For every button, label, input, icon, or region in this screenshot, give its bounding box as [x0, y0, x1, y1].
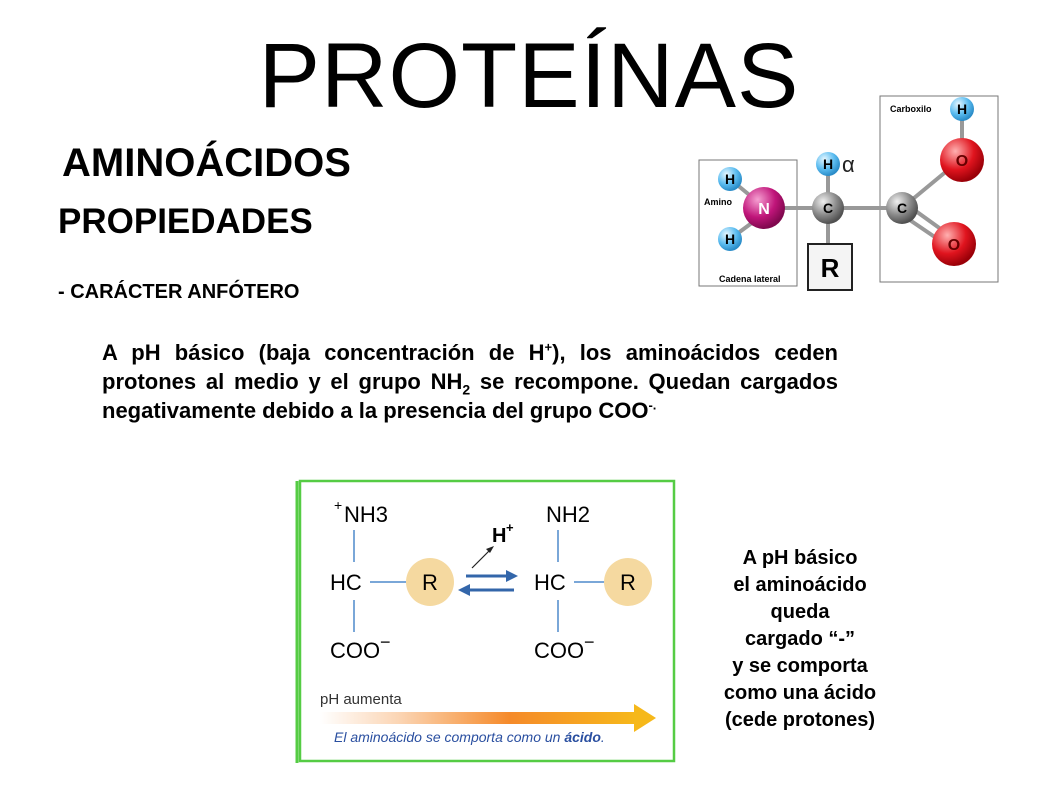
nitrogen-atom: [743, 187, 785, 229]
carboxyl-carbon-atom: [886, 192, 918, 224]
ph-gradient-arrowhead: [634, 704, 656, 732]
slide-title: PROTEÍNAS: [258, 25, 800, 127]
hydrogen-atom-bottom-left: [718, 227, 742, 251]
side-chain-label: Cadena lateral: [719, 274, 781, 284]
right-coo-text: COO: [534, 638, 584, 663]
para-sub-1: 2: [462, 381, 471, 398]
side-note-line: queda: [770, 601, 830, 623]
reaction-diagram: + NH3 HC R COO − H + NH2 HC R COO − pH a…: [295, 479, 676, 763]
proton-text: H: [492, 525, 506, 547]
hydrogen-text-alpha: H: [823, 156, 833, 172]
right-hc-text: HC: [534, 570, 566, 595]
amino-acid-molecule-diagram: Carboxilo Amino Cadena lateral R H H N H…: [698, 95, 999, 291]
ph-increase-label: pH aumenta: [320, 691, 402, 708]
carboxyl-label: Carboxilo: [890, 104, 932, 114]
amino-label: Amino: [704, 197, 733, 207]
reaction-caption-c: .: [601, 729, 605, 745]
hydrogen-text-bottom-left: H: [725, 231, 735, 247]
para-part-2: ), los aminoácidos ceden protones al med…: [102, 340, 838, 394]
para-part-1: A pH básico (baja concentración de H: [102, 340, 545, 365]
oxygen-text-carbonyl: O: [948, 237, 960, 254]
hydrogen-atom-top-left: [718, 167, 742, 191]
ph-gradient-bar: [320, 712, 636, 724]
left-nh3-text: NH3: [344, 502, 388, 527]
reaction-caption-a: El aminoácido se comporta como un: [334, 729, 564, 745]
proton-release-arrowhead: [486, 546, 494, 553]
backward-arrowhead: [458, 584, 470, 596]
side-note-line: cargado “-”: [744, 628, 856, 650]
oxygen-text-hydroxyl: O: [956, 153, 968, 170]
proton-charge: +: [506, 520, 514, 535]
oxygen-atom-carbonyl: [932, 222, 976, 266]
right-r-text: R: [620, 570, 636, 595]
nitrogen-text: N: [758, 201, 770, 218]
side-note-line: el aminoácido: [733, 574, 867, 596]
right-r-circle: [604, 558, 652, 606]
explanation-paragraph: A pH básico (baja concentración de H+), …: [102, 338, 838, 425]
carboxyl-group-box: [879, 95, 999, 283]
side-note: A pH básico el aminoácido queda cargado …: [700, 545, 900, 734]
left-coo-text: COO: [330, 638, 380, 663]
side-note-line: (cede protones): [724, 709, 876, 731]
left-r-text: R: [422, 570, 438, 595]
hydrogen-text-top-left: H: [725, 171, 735, 187]
section-heading: PROPIEDADES: [58, 202, 313, 241]
property-heading: - CARÁCTER ANFÓTERO: [58, 281, 300, 303]
r-group-text: R: [821, 253, 840, 283]
alpha-symbol: α: [842, 152, 855, 177]
slide-subtitle: AMINOÁCIDOS: [62, 141, 351, 185]
alpha-carbon-atom: [812, 192, 844, 224]
side-note-line: A pH básico: [742, 547, 858, 569]
alpha-carbon-text: C: [823, 200, 833, 216]
hydrogen-atom-alpha: [816, 152, 840, 176]
side-note-line: como una ácido: [723, 682, 877, 704]
oxygen-atom-hydroxyl: [940, 138, 984, 182]
carboxyl-carbon-text: C: [897, 200, 907, 216]
right-nh2-text: NH2: [546, 502, 590, 527]
left-coo-charge: −: [380, 632, 391, 652]
side-note-line: y se comporta: [732, 655, 868, 677]
para-sup-2: -.: [648, 397, 657, 413]
para-part-3: se recompone. Quedan cargados negativame…: [102, 369, 838, 423]
left-nh3-charge: +: [334, 497, 342, 513]
reaction-caption: El aminoácido se comporta como un ácido.: [334, 729, 605, 745]
right-coo-charge: −: [584, 632, 595, 652]
para-sup-1: +: [544, 339, 553, 355]
hydrogen-atom-carboxyl: [950, 97, 974, 121]
r-group-box: [807, 243, 853, 291]
left-r-circle: [406, 558, 454, 606]
amino-group-box: [698, 159, 798, 287]
hydrogen-text-carboxyl: H: [957, 101, 967, 117]
left-hc-text: HC: [330, 570, 362, 595]
forward-arrowhead: [506, 570, 518, 582]
reaction-caption-b: ácido: [564, 729, 601, 745]
